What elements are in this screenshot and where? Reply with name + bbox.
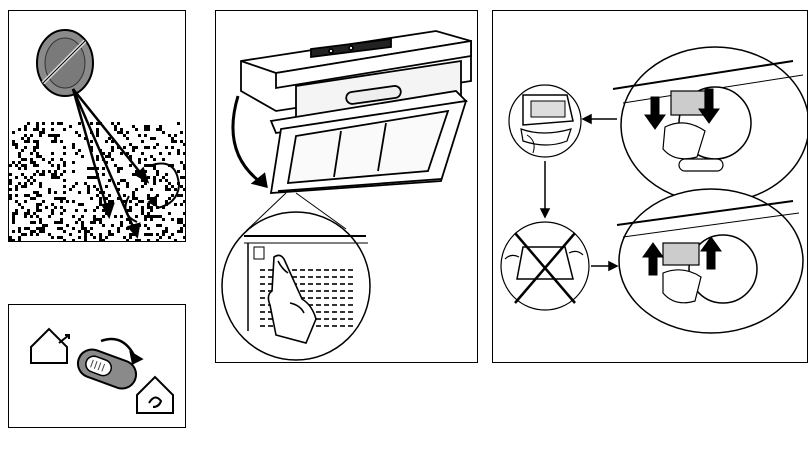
rotate-icon <box>124 162 181 223</box>
filter-clip-diagram <box>9 29 185 241</box>
filter-clip-panel <box>8 10 186 242</box>
finger-press-icon <box>267 254 317 344</box>
mode-switch-diagram <box>30 327 174 414</box>
mode-switch-panel <box>8 304 186 428</box>
filter-replace-panel <box>492 10 808 363</box>
recirculation-home-icon <box>136 375 174 414</box>
hood-open-diagram <box>221 30 472 361</box>
round-filter-icon <box>36 29 94 97</box>
dither-texture <box>9 122 185 241</box>
grease-filter-icon <box>508 84 582 158</box>
hood-open-panel <box>215 10 478 363</box>
flow-arrow-icon <box>539 113 619 272</box>
curved-arrow-icon <box>100 337 144 365</box>
filter-removal-zoom <box>612 46 807 204</box>
no-wash-icon <box>500 221 590 311</box>
filter-replace-diagram <box>500 46 807 334</box>
swing-arrow-icon <box>231 95 268 189</box>
filter-insert-zoom <box>616 188 804 334</box>
ducting-home-icon <box>30 327 70 364</box>
arrow-icon <box>71 88 150 239</box>
range-hood-icon <box>240 30 472 194</box>
slider-switch-icon <box>76 348 138 390</box>
